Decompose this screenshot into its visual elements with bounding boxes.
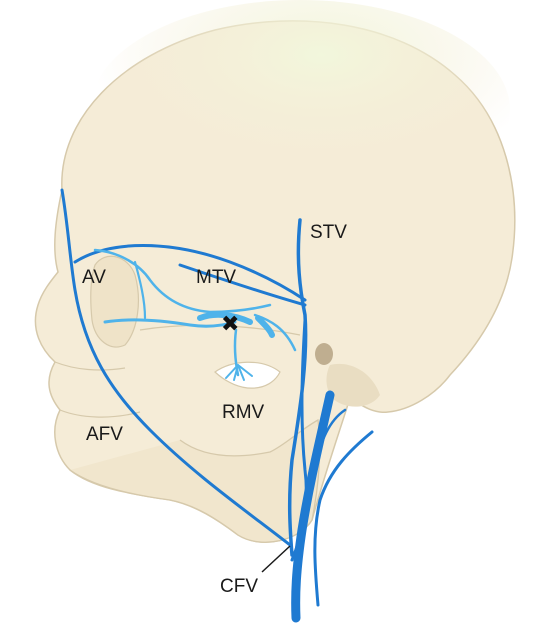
external-acoustic-meatus bbox=[315, 343, 333, 365]
label-rmv: RMV bbox=[222, 402, 265, 423]
label-cfv: CFV bbox=[220, 576, 258, 597]
label-afv: AFV bbox=[86, 424, 123, 445]
label-av: AV bbox=[82, 267, 106, 288]
label-mtv: MTV bbox=[196, 267, 236, 288]
skull bbox=[35, 0, 514, 542]
cranium-highlight bbox=[90, 0, 510, 220]
cfv-pointer-line bbox=[262, 546, 290, 572]
label-stv: STV bbox=[310, 222, 347, 243]
x-marker: ✖ bbox=[221, 312, 239, 337]
